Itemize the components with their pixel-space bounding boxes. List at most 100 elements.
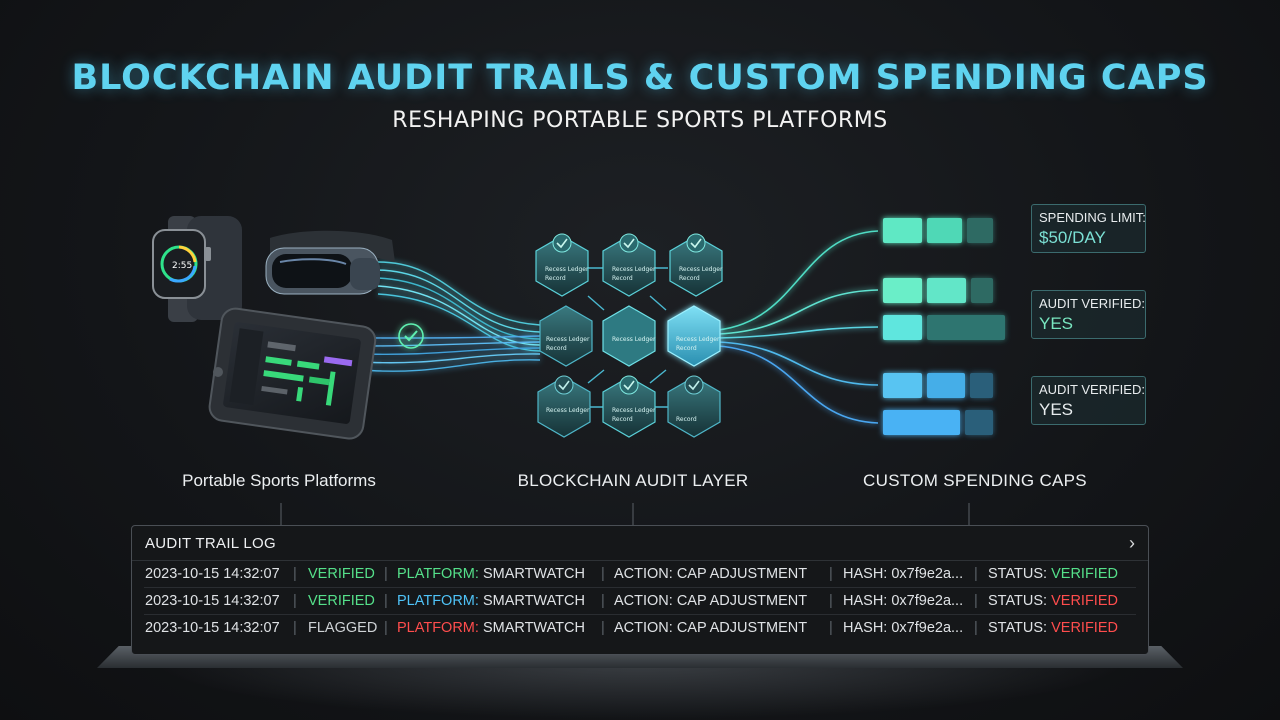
status-key: STATUS: [988, 593, 1048, 609]
column-separator: | [293, 620, 297, 636]
block-record-label: Record [545, 275, 566, 282]
log-header[interactable]: AUDIT TRAIL LOG › [132, 526, 1148, 561]
spending-caps-section-label: CUSTOM SPENDING CAPS [863, 471, 1087, 490]
log-row[interactable]: 2023-10-15 14:32:07 | FLAGGED | PLATFORM… [144, 615, 1136, 642]
log-status: STATUS: VERIFIED [988, 620, 1118, 636]
info-box-label: SPENDING LIMIT: [1039, 210, 1146, 225]
column-separator: | [601, 566, 605, 582]
column-separator: | [974, 620, 978, 636]
status-value: VERIFIED [1051, 566, 1118, 582]
column-separator: | [384, 593, 388, 609]
log-title: AUDIT TRAIL LOG [145, 534, 276, 552]
log-action: ACTION: CAP ADJUSTMENT [614, 593, 808, 609]
smartwatch-icon: 2:55 [152, 216, 242, 322]
block-ledger-label: Recess Ledger [612, 266, 656, 273]
column-separator: | [601, 593, 605, 609]
platform-value: SMARTWATCH [482, 593, 585, 609]
log-hash: HASH: 0x7f9e2a... [843, 620, 964, 636]
block-ledger-label: Recess Ledger [546, 407, 590, 414]
hexagon-block-icon [602, 305, 656, 367]
log-status: STATUS: VERIFIED [988, 566, 1118, 582]
column-separator: | [829, 566, 833, 582]
platforms-section-label: Portable Sports Platforms [182, 471, 376, 490]
info-box-label: AUDIT VERIFIED: [1039, 296, 1145, 311]
log-platform: PLATFORM: SMARTWATCH [397, 566, 585, 582]
platform-key: PLATFORM: [397, 593, 479, 609]
log-state: VERIFIED [308, 566, 375, 582]
column-separator: | [829, 620, 833, 636]
hexagon-block-icon [602, 375, 656, 438]
info-box-label: AUDIT VERIFIED: [1039, 382, 1145, 397]
log-hash: HASH: 0x7f9e2a... [843, 566, 964, 582]
column-separator: | [974, 593, 978, 609]
block-ledger-label: Recess Ledger [545, 266, 589, 273]
column-separator: | [293, 593, 297, 609]
audit-verified-box: AUDIT VERIFIED: YES [1031, 290, 1146, 339]
log-state: FLAGGED [308, 620, 378, 636]
column-separator: | [384, 566, 388, 582]
status-value: VERIFIED [1051, 620, 1118, 636]
log-row[interactable]: 2023-10-15 14:32:07 | VERIFIED | PLATFOR… [144, 588, 1136, 615]
hexagon-block-icon [667, 375, 721, 438]
hexagon-block-icon [537, 375, 591, 438]
audit-trail-log: AUDIT TRAIL LOG › 2023-10-15 14:32:07 | … [131, 525, 1149, 655]
platform-key: PLATFORM: [397, 620, 479, 636]
platform-key: PLATFORM: [397, 566, 479, 582]
log-platform: PLATFORM: SMARTWATCH [397, 593, 585, 609]
spending-limit-box: SPENDING LIMIT: $50/DAY [1031, 204, 1146, 253]
check-circle-icon [398, 323, 424, 349]
block-ledger-label: Recess Ledger [676, 336, 720, 343]
block-record-label: Record [676, 345, 697, 352]
log-row[interactable]: 2023-10-15 14:32:07 | VERIFIED | PLATFOR… [144, 561, 1136, 588]
hexagon-block-icon [535, 233, 589, 297]
log-timestamp: 2023-10-15 14:32:07 [145, 566, 280, 582]
cap-bars [883, 218, 1005, 435]
smartwatch-time: 2:55 [172, 261, 192, 271]
hexagon-block-icon [669, 233, 723, 297]
column-separator: | [293, 566, 297, 582]
blockchain-hex-grid [535, 233, 723, 438]
log-action: ACTION: CAP ADJUSTMENT [614, 566, 808, 582]
log-hash: HASH: 0x7f9e2a... [843, 593, 964, 609]
block-ledger-label: Recess Ledger [612, 407, 656, 414]
block-record-label: Record [612, 416, 633, 423]
column-separator: | [974, 566, 978, 582]
status-key: STATUS: [988, 620, 1048, 636]
page-subtitle: RESHAPING PORTABLE SPORTS PLATFORMS [392, 108, 888, 133]
platform-value: SMARTWATCH [482, 620, 585, 636]
block-record-label: Record [679, 275, 700, 282]
column-separator: | [829, 593, 833, 609]
platform-value: SMARTWATCH [482, 566, 585, 582]
rugged-tablet-icon [208, 307, 377, 440]
caps-flow-lines [717, 230, 879, 424]
block-ledger-label: Recess Ledger [546, 336, 590, 343]
vr-headset-icon [265, 230, 395, 295]
log-state: VERIFIED [308, 593, 375, 609]
block-ledger-label: Recess Ledger [612, 336, 656, 343]
chevron-right-icon[interactable]: › [1129, 532, 1135, 553]
platform-flow-lines [361, 261, 541, 372]
log-platform: PLATFORM: SMARTWATCH [397, 620, 585, 636]
info-box-value: YES [1039, 314, 1074, 333]
hexagon-block-icon [602, 233, 656, 297]
audit-verified-box: AUDIT VERIFIED: YES [1031, 376, 1146, 425]
status-value: VERIFIED [1051, 593, 1118, 609]
log-timestamp: 2023-10-15 14:32:07 [145, 593, 280, 609]
tray-glow [150, 662, 1130, 720]
info-box-value: YES [1039, 400, 1074, 419]
hexagon-block-icon [667, 305, 721, 367]
column-separator: | [601, 620, 605, 636]
column-separator: | [384, 620, 388, 636]
page-title: BLOCKCHAIN AUDIT TRAILS & CUSTOM SPENDIN… [71, 58, 1209, 98]
log-timestamp: 2023-10-15 14:32:07 [145, 620, 280, 636]
audit-layer-section-label: BLOCKCHAIN AUDIT LAYER [517, 471, 749, 490]
log-action: ACTION: CAP ADJUSTMENT [614, 620, 808, 636]
status-key: STATUS: [988, 566, 1048, 582]
block-record-label: Record [546, 345, 567, 352]
block-record-label: Record [612, 275, 633, 282]
hexagon-block-icon [539, 305, 593, 367]
block-ledger-label: Recess Ledger [679, 266, 723, 273]
info-box-value: $50/DAY [1039, 228, 1106, 247]
